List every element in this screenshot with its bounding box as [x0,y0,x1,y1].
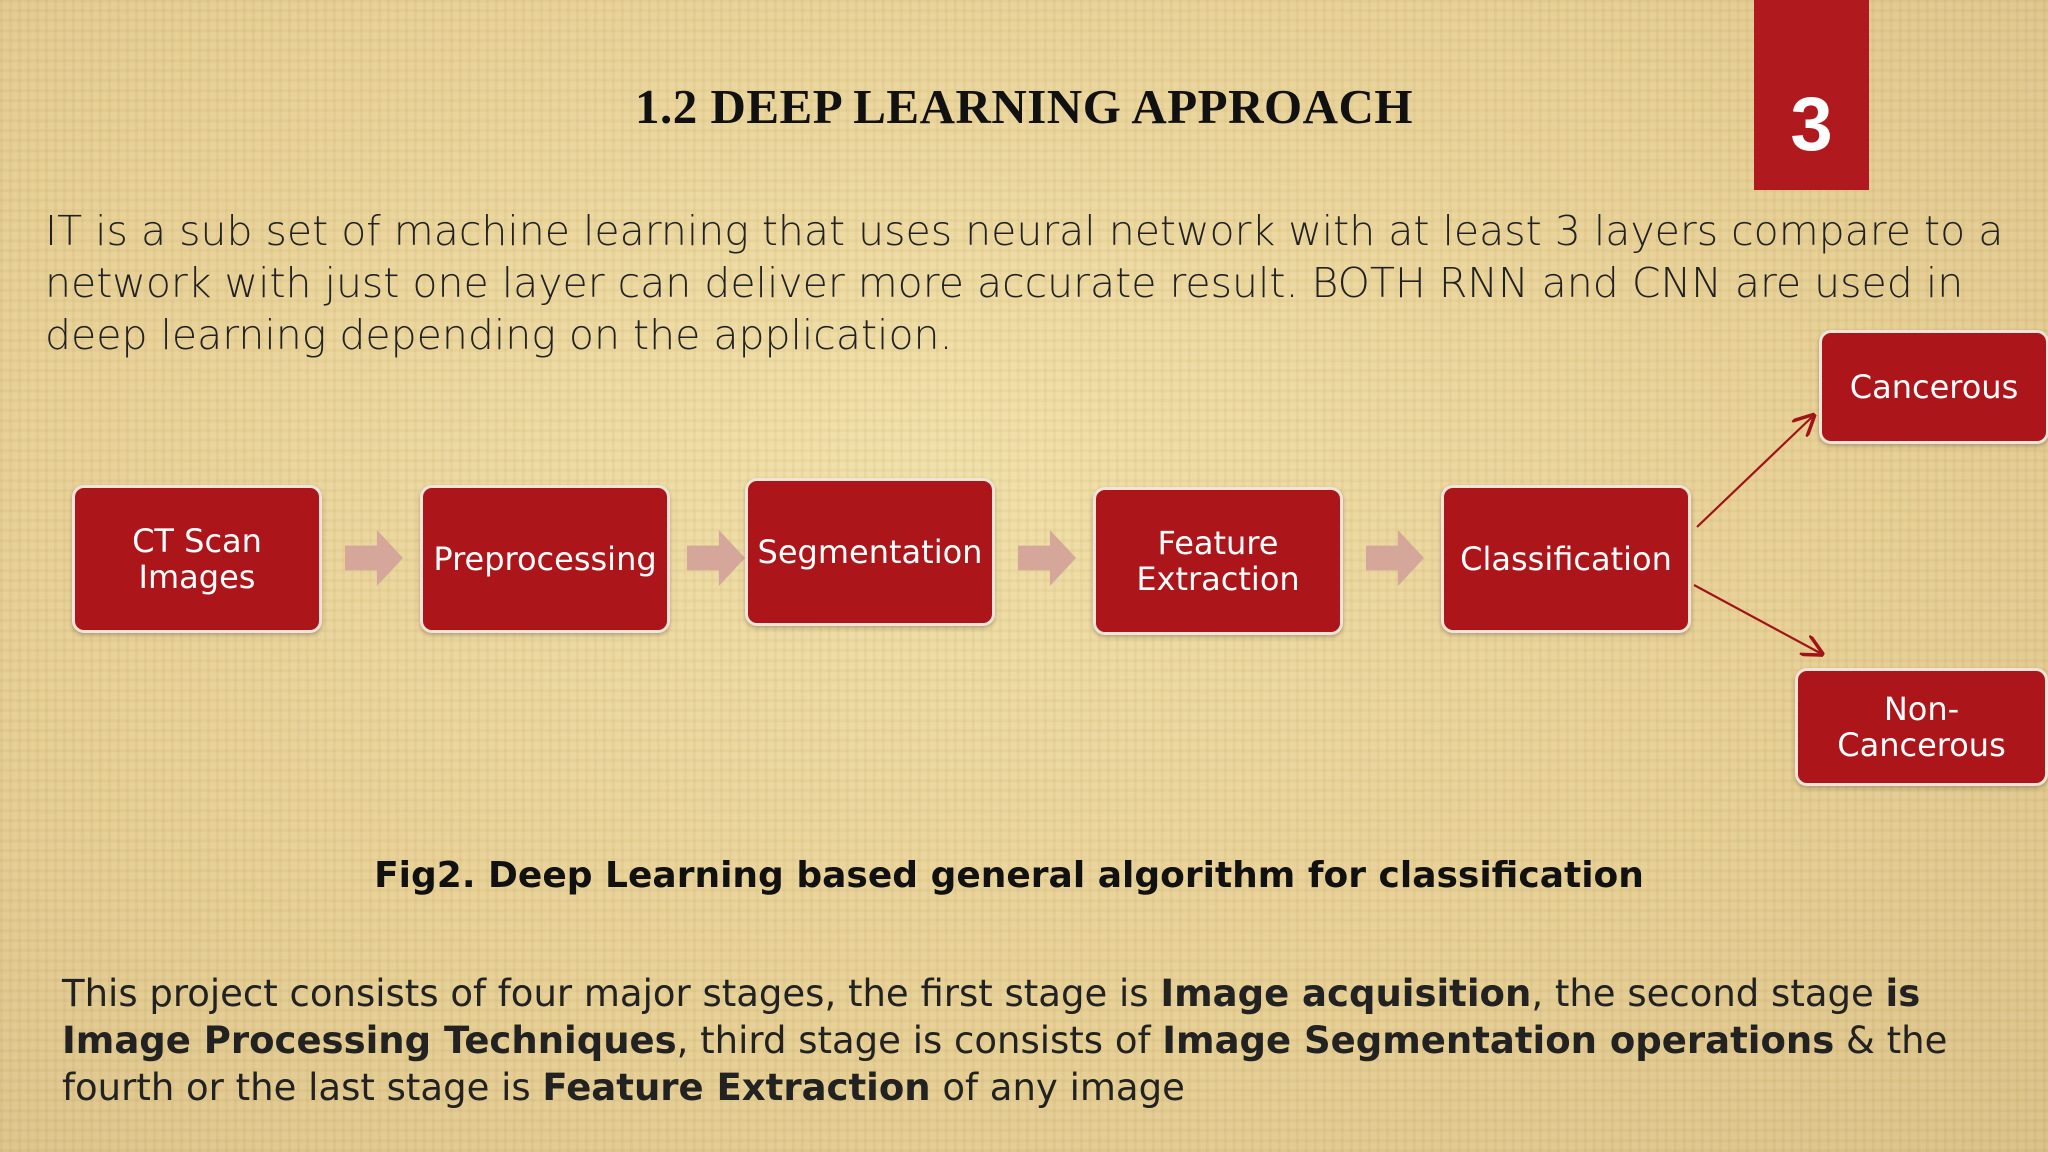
summary-text-4: & the fourth or the last stage is [62,1019,1948,1109]
summary-text-2: , the second stage [1531,972,1886,1015]
segmentation-box: Segmentation [745,478,995,626]
preprocessing-label: Preprocessing [433,540,657,578]
cancerous-label: Cancerous [1849,368,2019,406]
summary-paragraph: This project consists of four major stag… [62,970,2012,1111]
ct-scan-images-box: CT Scan Images [72,485,322,633]
preprocessing-box: Preprocessing [420,485,670,633]
ct-scan-label-line1: CT Scan [132,522,262,560]
summary-bold-4: Feature Extraction [542,1066,931,1109]
non-cancerous-label-line2: Cancerous [1837,726,2006,764]
feature-label-line1: Feature [1157,524,1279,562]
summary-text-5: of any image [930,1066,1185,1109]
cancerous-box: Cancerous [1819,330,2048,444]
summary-bold-1: Image acquisition [1160,972,1532,1015]
slide-title: 1.2 DEEP LEARNING APPROACH [634,79,1413,134]
segmentation-label: Segmentation [757,533,983,571]
arrow-to-non-cancerous [1693,584,1820,653]
page-number-badge: 3 [1754,0,1869,190]
summary-text-3: , third stage is consists of [676,1019,1163,1062]
classification-box: Classification [1441,485,1691,633]
feature-label-line2: Extraction [1136,560,1300,598]
feature-extraction-box: Feature Extraction [1093,487,1343,635]
figure-caption: Fig2. Deep Learning based general algori… [374,855,1644,896]
intro-paragraph: IT is a sub set of machine learning that… [45,207,2004,359]
summary-bold-2: is Image Processing Techniques [62,972,1921,1062]
non-cancerous-box: Non- Cancerous [1795,668,2048,786]
summary-text-1: This project consists of four major stag… [62,972,1161,1015]
arrow-to-cancerous [1696,417,1812,528]
non-cancerous-label-line1: Non- [1883,690,1960,728]
ct-scan-label-line2: Images [138,558,256,596]
classification-label: Classification [1460,540,1672,578]
summary-bold-3: Image Segmentation operations [1162,1019,1835,1062]
